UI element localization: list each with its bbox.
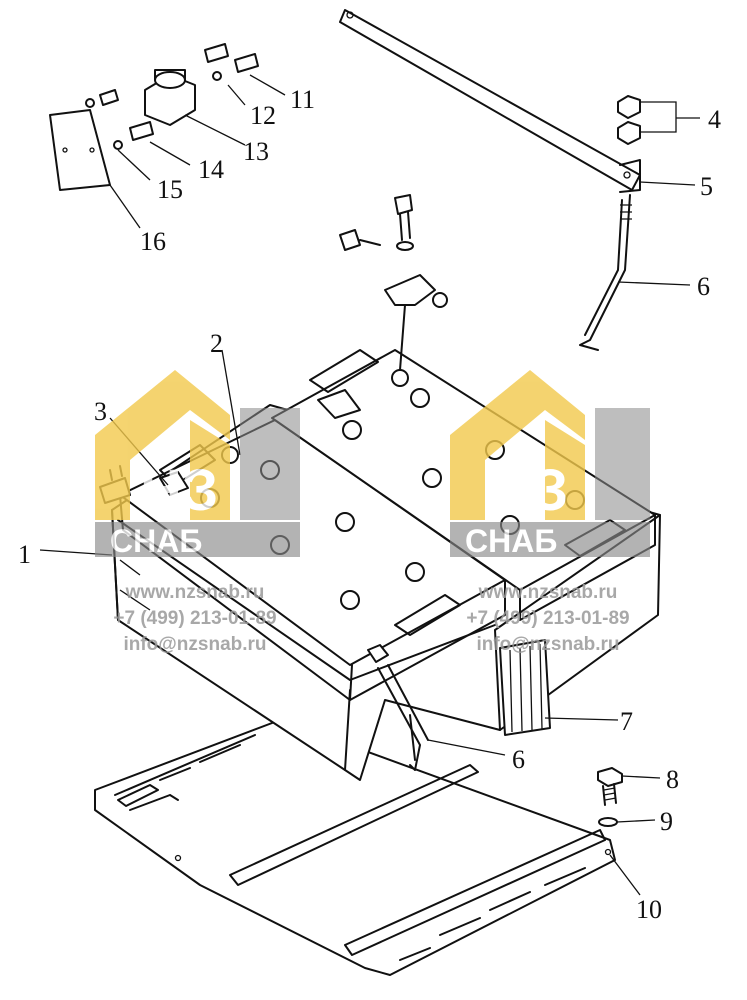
callout-10: 10	[636, 895, 662, 924]
callout-8: 8	[666, 765, 679, 794]
j-bolt-lower	[367, 644, 429, 771]
callout-13: 13	[243, 137, 269, 166]
bottom-tray-plate	[94, 719, 616, 976]
callout-6-upper: 6	[697, 272, 710, 301]
watermark-logo-sub: СНАБ	[465, 523, 557, 559]
callout-2: 2	[210, 329, 223, 358]
callout-3: 3	[94, 397, 107, 426]
callout-16: 16	[140, 227, 166, 256]
watermark-logo-mark: НЗ	[490, 458, 568, 523]
callout-12: 12	[250, 101, 276, 130]
watermark-site: www.nzsnab.ru	[125, 582, 265, 603]
j-bolt-upper	[579, 194, 632, 351]
callout-7: 7	[620, 707, 633, 736]
watermark-logo-sub: СНАБ	[110, 523, 202, 559]
watermark-site: www.nzsnab.ru	[478, 582, 618, 603]
watermark-logo-mark: НЗ	[140, 458, 218, 523]
leader-lines	[39, 74, 700, 896]
rubber-pad	[499, 639, 551, 736]
callout-5: 5	[700, 172, 713, 201]
watermark-logo-right: НЗ СНАБ	[450, 370, 650, 559]
nuts-pair	[617, 95, 641, 145]
bolt-and-washer	[597, 767, 623, 827]
terminal-clamp-assembly	[317, 194, 448, 419]
callout-4: 4	[708, 105, 721, 134]
callout-15: 15	[157, 175, 183, 204]
callout-11: 11	[290, 85, 315, 114]
callout-9: 9	[660, 807, 673, 836]
battery-hold-bar	[339, 9, 641, 193]
watermark-email: info@nzsnab.ru	[476, 634, 619, 655]
callout-1: 1	[18, 540, 31, 569]
callout-6-lower: 6	[512, 745, 525, 774]
callout-14: 14	[198, 155, 224, 184]
watermark-logo-left: НЗ СНАБ	[95, 370, 300, 559]
switch-assembly	[49, 43, 259, 191]
watermark-email: info@nzsnab.ru	[123, 634, 266, 655]
watermark-phone: +7 (499) 213-01-89	[466, 608, 629, 629]
watermark-phone: +7 (499) 213-01-89	[113, 608, 276, 629]
